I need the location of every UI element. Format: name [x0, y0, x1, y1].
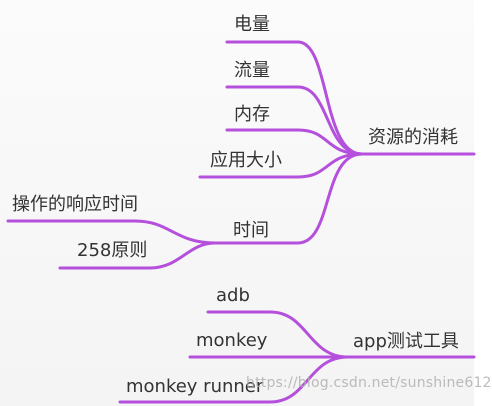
watermark-text: https://blog.csdn.net/sunshine612: [246, 375, 492, 391]
leaf-node-258-rule: 258原则: [77, 240, 147, 261]
connector-line: [58, 241, 217, 270]
connector-line: [198, 152, 364, 179]
leaf-node-battery: 电量: [234, 14, 270, 35]
leaf-node-adb: adb: [216, 285, 250, 306]
branch-node-app-test-tools: app测试工具: [353, 331, 459, 352]
connector-line: [6, 219, 217, 245]
leaf-node-memory: 内存: [234, 104, 270, 125]
connector-line: [225, 128, 364, 156]
connector-line: [225, 85, 364, 156]
branch-node-time: 时间: [233, 220, 269, 241]
connector-line: [118, 355, 350, 404]
connector-line: [213, 152, 364, 245]
leaf-node-response-time: 操作的响应时间: [12, 194, 138, 215]
leaf-node-monkey-runner: monkey runner: [126, 376, 264, 397]
leaf-node-data-traffic: 流量: [234, 60, 270, 81]
branch-node-resource-consumption: 资源的消耗: [368, 127, 458, 148]
leaf-node-monkey: monkey: [196, 330, 268, 351]
mindmap-diagram: 资源的消耗 时间 app测试工具 电量 流量 内存 应用大小 操作的响应时间 2…: [6, 14, 476, 404]
leaf-node-app-size: 应用大小: [210, 150, 282, 171]
